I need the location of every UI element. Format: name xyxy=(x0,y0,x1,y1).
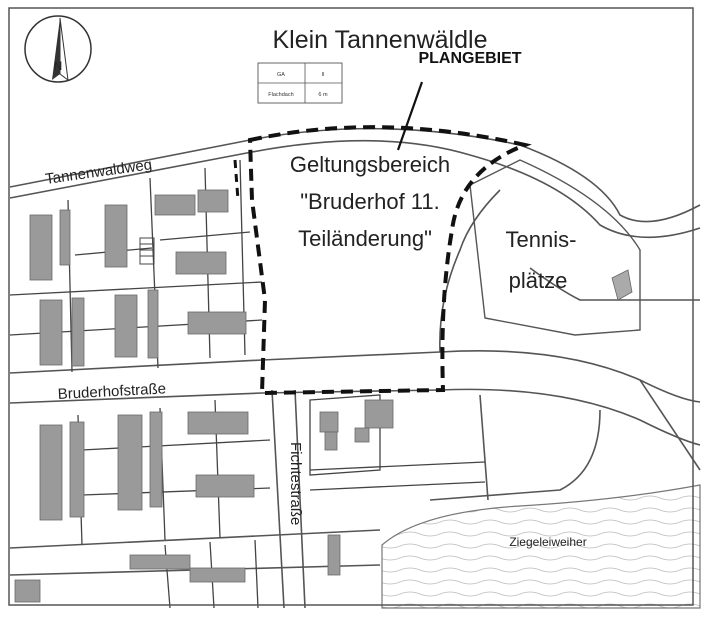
tennis-label-line1: Tennis- xyxy=(506,227,577,252)
map-frame xyxy=(8,7,694,606)
scope-label-line1: Geltungsbereich xyxy=(290,152,450,177)
stair-marker xyxy=(139,237,155,265)
street-bruderhofstrasse: Bruderhofstraße xyxy=(57,380,166,403)
zoning-cell-4: 6 m xyxy=(318,92,328,98)
buildings xyxy=(14,189,394,603)
plan-label-leader xyxy=(396,81,424,151)
zoning-table: GA II Flachdach 6 m xyxy=(257,62,343,104)
pond-label: Ziegeleiweiher xyxy=(509,535,586,549)
map-title: Klein Tannenwäldle xyxy=(273,26,488,54)
street-fichtestrasse: Fichtestraße xyxy=(287,442,304,525)
scope-label-line3: Teiländerung" xyxy=(298,226,432,251)
pond-area xyxy=(381,484,701,609)
plan-boundary-branch xyxy=(233,159,240,201)
tennis-building xyxy=(611,269,633,301)
plan-boundary xyxy=(247,125,532,396)
zoning-cell-2: II xyxy=(321,72,325,78)
north-letter: N xyxy=(54,59,63,73)
scope-label: Geltungsbereich "Bruderhof 11. Teiländer… xyxy=(290,152,450,251)
scope-label-line2: "Bruderhof 11. xyxy=(300,189,440,214)
tennis-label-line2: plätze xyxy=(509,268,568,293)
zoning-cell-3: Flachdach xyxy=(268,92,293,98)
plan-area-label: PLANGEBIET xyxy=(418,50,521,67)
zoning-cell-1: GA xyxy=(277,72,285,78)
north-arrow-icon: N xyxy=(24,15,92,83)
tennis-court-outline xyxy=(469,159,641,336)
